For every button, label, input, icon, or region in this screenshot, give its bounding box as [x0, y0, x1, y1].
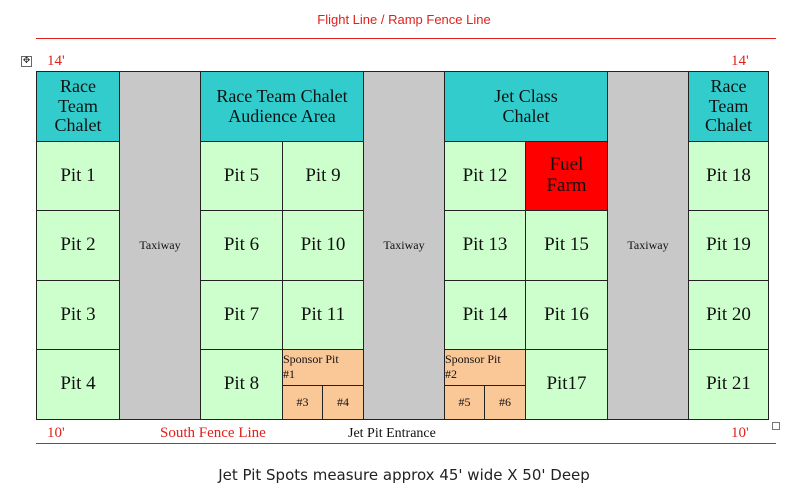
dim-top-right: 14'	[731, 53, 749, 69]
pit-6[interactable]: Pit 6	[201, 211, 283, 281]
chalet-right: Race Team Chalet	[689, 72, 769, 142]
sponsor-pit-1-title: Sponsor Pit	[283, 352, 339, 366]
pit-18[interactable]: Pit 18	[689, 142, 769, 211]
south-fence-line	[36, 443, 776, 444]
sponsor-pit-2[interactable]: Sponsor Pit #2	[445, 350, 526, 386]
pit-17[interactable]: Pit17	[526, 350, 608, 420]
taxiway-2: Taxiway	[364, 72, 445, 420]
chalet-jet-class: Jet Class Chalet	[445, 72, 608, 142]
chalet-left: Race Team Chalet	[37, 72, 120, 142]
pit-14[interactable]: Pit 14	[445, 281, 526, 350]
pit-8[interactable]: Pit 8	[201, 350, 283, 420]
move-cross-icon[interactable]: ✥	[21, 56, 32, 67]
dim-bottom-left: 10'	[47, 425, 65, 441]
pit-3[interactable]: Pit 3	[37, 281, 120, 350]
sponsor-pit-3[interactable]: #3	[283, 386, 323, 420]
taxiway-1: Taxiway	[120, 72, 201, 420]
dim-bottom-right: 10'	[731, 425, 749, 441]
jet-pit-entrance-label: Jet Pit Entrance	[348, 426, 436, 441]
flight-line	[36, 38, 776, 39]
pit-9[interactable]: Pit 9	[283, 142, 364, 211]
dim-top-left: 14'	[47, 53, 65, 69]
sponsor-pit-1[interactable]: Sponsor Pit #1	[283, 350, 364, 386]
fuel-farm[interactable]: Fuel Farm	[526, 142, 608, 211]
pit-2[interactable]: Pit 2	[37, 211, 120, 281]
pit-19[interactable]: Pit 19	[689, 211, 769, 281]
pit-16[interactable]: Pit 16	[526, 281, 608, 350]
resize-square-icon[interactable]	[772, 422, 780, 430]
pit-1[interactable]: Pit 1	[37, 142, 120, 211]
pit-13[interactable]: Pit 13	[445, 211, 526, 281]
caption: Jet Pit Spots measure approx 45' wide X …	[218, 466, 590, 484]
pit-11[interactable]: Pit 11	[283, 281, 364, 350]
pit-4[interactable]: Pit 4	[37, 350, 120, 420]
pit-10[interactable]: Pit 10	[283, 211, 364, 281]
pit-12[interactable]: Pit 12	[445, 142, 526, 211]
pit-15[interactable]: Pit 15	[526, 211, 608, 281]
south-fence-label: South Fence Line	[160, 425, 266, 441]
sponsor-pit-2-title: Sponsor Pit	[445, 352, 501, 366]
pit-5[interactable]: Pit 5	[201, 142, 283, 211]
sponsor-pit-5[interactable]: #5	[445, 386, 485, 420]
flight-line-label: Flight Line / Ramp Fence Line	[317, 12, 491, 27]
sponsor-pit-4[interactable]: #4	[323, 386, 364, 420]
pit-20[interactable]: Pit 20	[689, 281, 769, 350]
pit-7[interactable]: Pit 7	[201, 281, 283, 350]
sponsor-pit-1-number: #1	[283, 367, 295, 381]
chalet-audience-area: Race Team Chalet Audience Area	[201, 72, 364, 142]
pit-21[interactable]: Pit 21	[689, 350, 769, 420]
pit-layout-table: Race Team Chalet Pit 1 Pit 2 Pit 3 Pit 4…	[36, 71, 769, 420]
taxiway-3: Taxiway	[608, 72, 689, 420]
sponsor-pit-6[interactable]: #6	[485, 386, 526, 420]
sponsor-pit-2-number: #2	[445, 367, 457, 381]
